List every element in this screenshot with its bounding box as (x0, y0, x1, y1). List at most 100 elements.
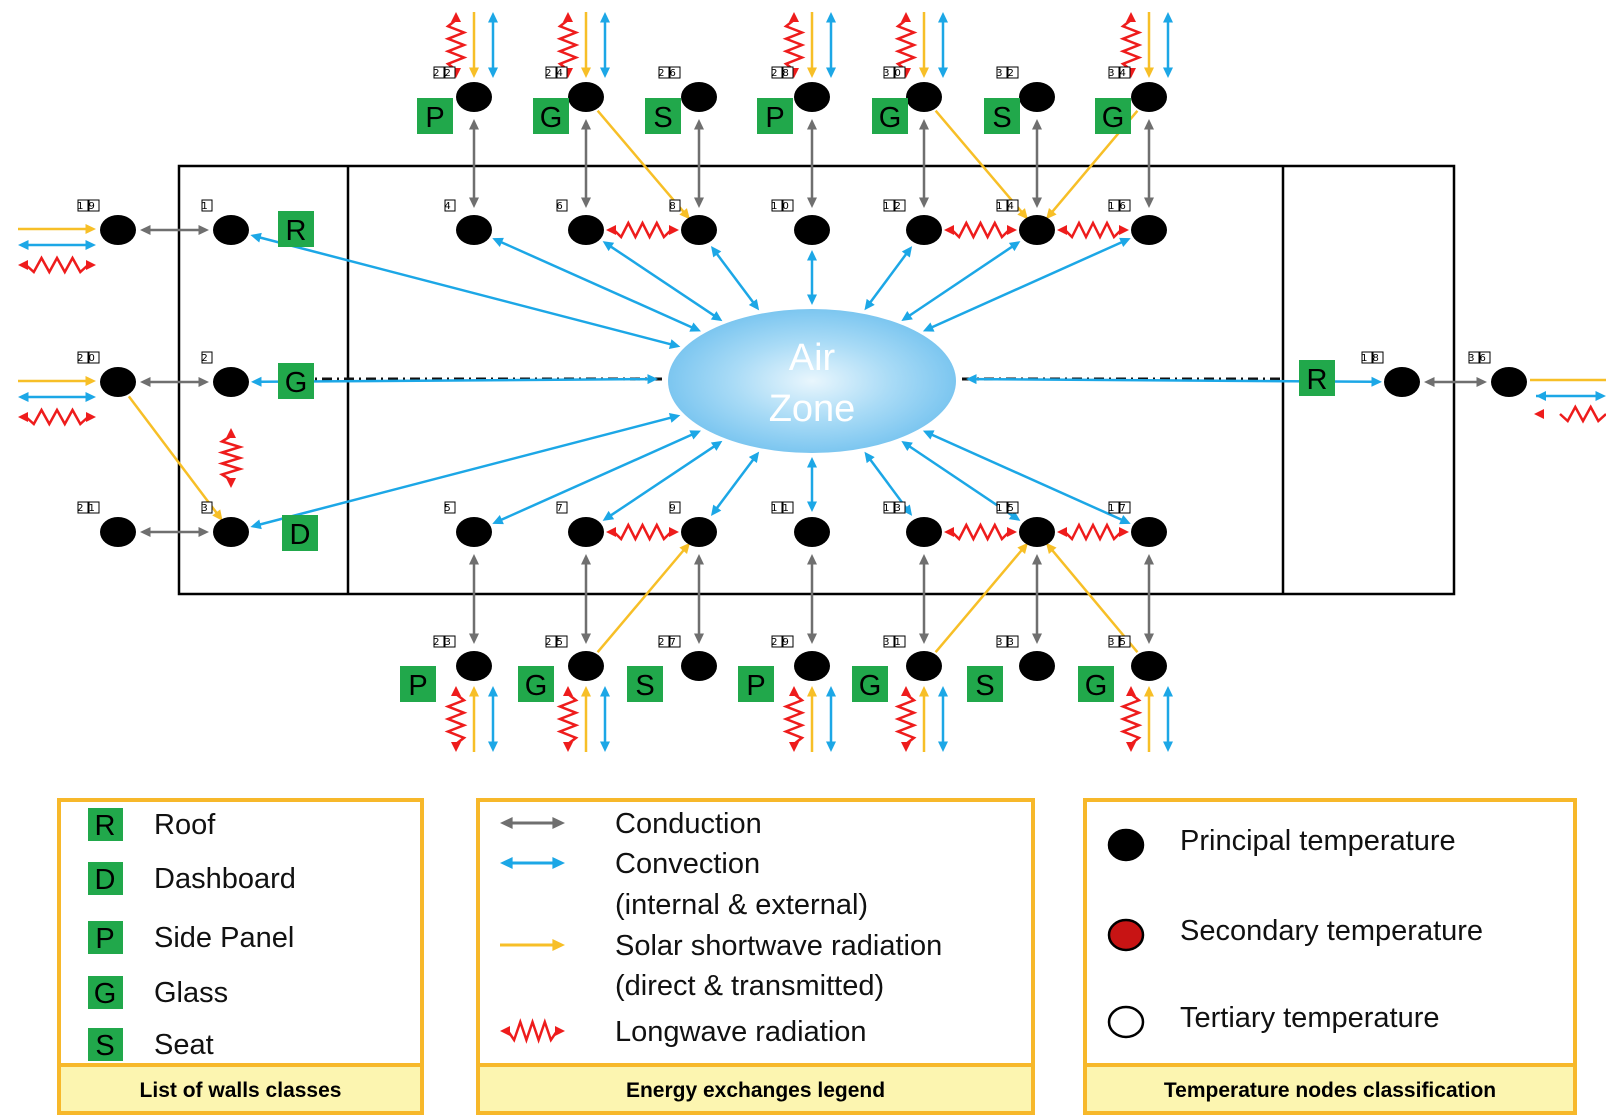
temperature-node-25: 25 (545, 635, 604, 681)
arrowhead (919, 119, 929, 130)
legend-wall-label: Side Panel (154, 922, 294, 954)
node-number-text: 5 (444, 503, 455, 514)
temperature-node-4: 4 (444, 199, 492, 245)
arrow-shaft (608, 244, 717, 318)
temperature-node-36: 36 (1468, 351, 1527, 397)
arrowhead (600, 686, 610, 697)
arrowhead (938, 686, 948, 697)
legend-wall-label: Seat (154, 1029, 214, 1061)
wall-class-box: G (1095, 98, 1131, 134)
wave-line (894, 693, 918, 745)
arrowhead (500, 817, 513, 829)
arrowhead (689, 430, 701, 440)
arrowhead (1007, 527, 1017, 537)
external-exchanges-23 (444, 686, 498, 752)
arrow-shaft (907, 444, 1015, 518)
wall-class-box-bg (88, 862, 123, 895)
solar-external-arrow (469, 12, 479, 78)
conduction-arrow-9-27 (694, 554, 704, 644)
arrowhead (710, 246, 722, 258)
longwave-external (782, 686, 806, 752)
conduction-arrow-15-33 (1032, 554, 1042, 644)
convection-arrow-3-air (250, 413, 681, 530)
wall-class-box: G (1078, 666, 1114, 702)
external-exchanges-36 (1530, 378, 1606, 424)
energy-exchanges-legend: Energy exchanges legendConductionConvect… (476, 798, 1035, 1115)
wave-line (782, 19, 806, 71)
principal-node-circle (1019, 215, 1055, 245)
arrowhead (1032, 197, 1042, 208)
arrowhead (581, 554, 591, 565)
arrowhead (807, 554, 817, 565)
arrowhead (919, 554, 929, 565)
node-number-text: 26 (658, 68, 681, 79)
arrowhead (488, 686, 498, 697)
wall-class-letter: G (525, 670, 548, 702)
node-number-label: 21 (77, 501, 100, 514)
arrowhead (18, 392, 29, 402)
arrowhead (488, 12, 498, 23)
wall-class-box: P (417, 98, 453, 134)
node-number-label: 24 (545, 66, 568, 79)
principal-node-circle (681, 215, 717, 245)
conduction-arrow-7-25 (581, 554, 591, 644)
external-exchanges-19 (18, 224, 96, 275)
arrowhead (669, 527, 679, 537)
wall-class-letter: G (285, 367, 308, 399)
principal-node-circle (456, 215, 492, 245)
temperature-node-24: 24 (545, 66, 604, 112)
solar-external-arrow (919, 686, 929, 752)
conduction-arrow-8-26 (694, 119, 704, 208)
wave-line (25, 255, 89, 275)
convection-arrow-10-air (807, 250, 817, 305)
wave-line (613, 220, 672, 240)
wave-line (25, 407, 89, 427)
arrowhead (552, 817, 565, 829)
convection-external-arrow (1163, 12, 1173, 78)
temperature-node-18: 18 (1361, 351, 1420, 397)
solar-external-arrow (581, 686, 591, 752)
legend-temperature-label: Tertiary temperature (1180, 1002, 1440, 1034)
arrowhead (18, 412, 28, 422)
temperature-node-14: 14 (996, 199, 1055, 245)
node-number-label: 14 (996, 199, 1019, 212)
digit-box (545, 635, 557, 648)
principal-node-circle (1131, 215, 1167, 245)
arrowhead (1536, 391, 1546, 401)
node-number-label: 11 (771, 501, 794, 514)
arrowhead (581, 67, 591, 78)
arrow-shaft (499, 240, 694, 330)
temperature-node-16: 16 (1108, 199, 1167, 245)
wall-class-box-bg (1078, 666, 1114, 702)
longwave-external (556, 686, 580, 752)
digit-box (556, 66, 568, 79)
legend-energy-label: Convection (615, 848, 760, 880)
wall-class-letter: P (408, 670, 427, 702)
legend-item-solar-arrow: Solar shortwave radiation(direct & trans… (500, 930, 942, 1002)
node-number-label: 22 (433, 66, 456, 79)
external-exchanges-29 (782, 686, 836, 752)
principal-node-circle (213, 517, 249, 547)
solar-legend-arrow (500, 939, 565, 951)
wall-class-box: S (645, 98, 681, 134)
legend-temperature-label: Secondary temperature (1180, 915, 1483, 947)
temperature-node-26: 26 (658, 66, 717, 112)
principal-node-circle (681, 651, 717, 681)
arrowhead (451, 686, 461, 696)
node-number-text: 10 (771, 201, 794, 212)
arrowhead (1119, 514, 1131, 525)
legend-footer-title: Energy exchanges legend (626, 1079, 885, 1102)
wall-class-box-bg (627, 666, 663, 702)
temperature-node-6: 6 (556, 199, 604, 245)
temperature-node-3: 3 (201, 501, 249, 547)
arrow-shaft (499, 432, 694, 522)
wall-class-letter: G (1085, 670, 1108, 702)
arrow-shaft (258, 416, 673, 527)
arrowhead (901, 686, 911, 696)
wave-line (556, 693, 580, 745)
digit-box (1108, 501, 1120, 514)
convection-external-arrow (938, 686, 948, 752)
arrowhead (807, 119, 817, 130)
